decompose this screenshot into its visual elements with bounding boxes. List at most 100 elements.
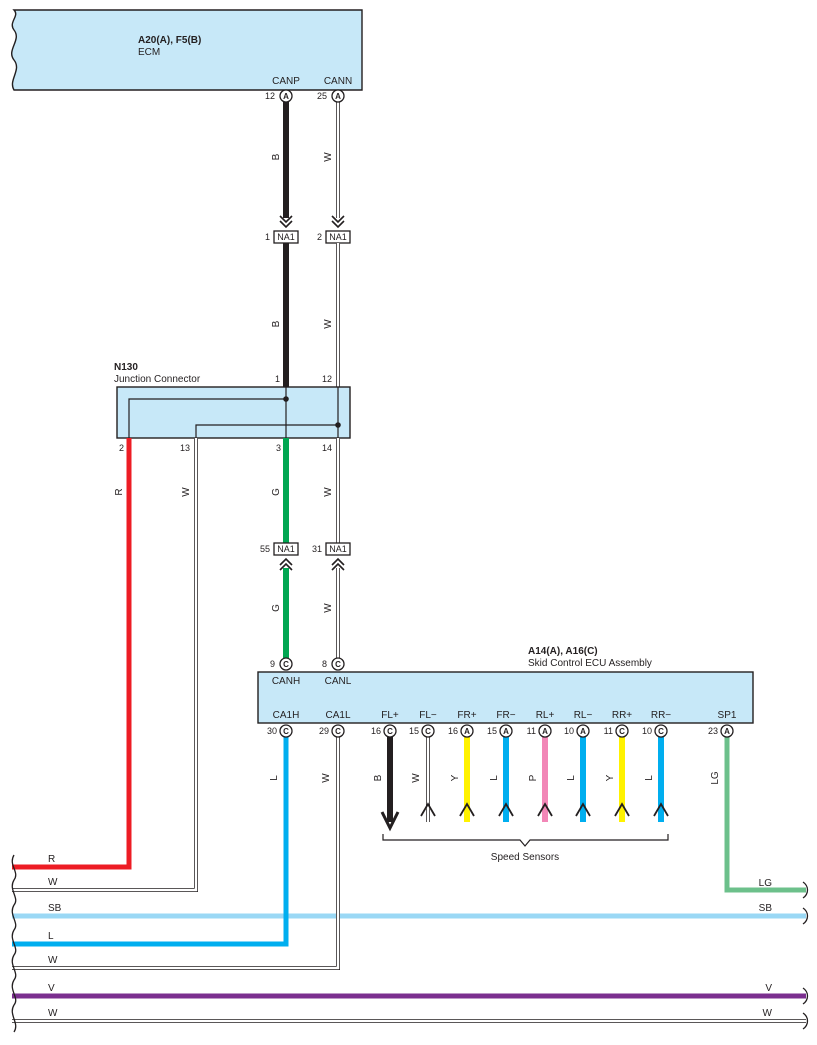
wire-label-ecm-canp: B	[271, 153, 282, 160]
sensor-wire-label: L	[489, 775, 500, 781]
pin-circle	[499, 724, 513, 738]
wire-label-na1-1: B	[271, 320, 282, 327]
pin-circle	[615, 724, 629, 738]
junction-top-pin-12: 12	[322, 374, 332, 384]
junction-bottom-pin-14: 14	[322, 443, 332, 453]
skid-pin-label-ca1h: CA1H	[273, 710, 300, 721]
arrow-down-icon	[380, 811, 400, 832]
pin-number: 30	[267, 726, 277, 736]
sensor-wire-label: B	[373, 774, 384, 781]
junction-name: Junction Connector	[114, 374, 201, 385]
wire-label: W	[321, 773, 332, 783]
bus-label-left-5: W	[48, 955, 58, 966]
pin-conn-letter: A	[580, 727, 586, 736]
ecm-box	[11, 9, 363, 91]
sensor-wire-label: W	[411, 773, 422, 783]
splice-dot	[335, 422, 341, 428]
junction-box	[116, 386, 351, 439]
na1-connector-31	[325, 542, 351, 556]
arrow-up-icon	[575, 802, 591, 817]
pin-number: 10	[564, 726, 574, 736]
junction-bottom-pin-2: 2	[119, 443, 124, 453]
pin-number: 15	[487, 726, 497, 736]
bus-label-left-6: V	[48, 983, 55, 994]
skid-name: Skid Control ECU Assembly	[528, 658, 652, 669]
skid-top-pin-label-canh: CANH	[272, 676, 300, 687]
pin-number: 23	[708, 726, 718, 736]
skid-pin-label-rr-plus: RR+	[612, 710, 632, 721]
wire-label-jc-14: W	[323, 487, 334, 497]
skid-pin-label-sp1: SP1	[718, 710, 737, 721]
pin-number: 15	[409, 726, 419, 736]
pin-circle	[720, 724, 734, 738]
pin-number: 11	[527, 726, 536, 736]
bus-label-left-4: L	[48, 931, 54, 942]
pin-conn-letter: C	[387, 727, 393, 736]
ecm-pin-label-canp: CANP	[272, 76, 300, 87]
na1-connector-2-name: NA1	[329, 232, 347, 242]
skid-top-pin-num-canl: 8	[322, 659, 327, 669]
ecm-code: A20(A), F5(B)	[138, 35, 201, 46]
wire-label: LG	[710, 771, 721, 785]
bus-wire-w-ca1l	[12, 736, 340, 970]
pin-conn-letter: C	[425, 727, 431, 736]
chevron-up-icon	[331, 557, 345, 571]
bus-wire-lg	[724, 736, 806, 893]
pin-number: 29	[319, 726, 329, 736]
skid-top-pin-conn-canl: C	[335, 660, 341, 669]
break-mark-right	[802, 881, 809, 1030]
pin-circle	[576, 724, 590, 738]
skid-pin-label-fr-minus: FR−	[496, 710, 515, 721]
na1-connector-55-num: 55	[260, 544, 270, 554]
bus-label-right-2: LG	[759, 878, 773, 889]
break-mark-left	[11, 854, 17, 1033]
wire-label-na1-2: W	[323, 319, 334, 329]
arrow-up-icon	[498, 802, 514, 817]
pin-number: 16	[448, 726, 458, 736]
arrow-up-icon	[614, 802, 630, 817]
wire-label-jc-2: R	[114, 488, 125, 495]
junction-code: N130	[114, 362, 138, 373]
skid-top-pin-circle-canh	[279, 657, 293, 671]
wire-label: L	[269, 775, 280, 781]
sensor-wire-label: Y	[605, 774, 616, 781]
skid-top-pin-label-canl: CANL	[325, 676, 352, 687]
wire-label-na1-31: W	[323, 603, 334, 613]
skid-pin-label-rl-minus: RL−	[574, 710, 593, 721]
splice-dot	[283, 396, 289, 402]
ecm-pin-num-cann: 25	[317, 91, 327, 101]
skid-bottom-pins: CA1H CA1L FL+ FL− FR+ FR− RL+ RL− RR+ RR…	[273, 710, 737, 721]
na1-connector-31-num: 31	[312, 544, 322, 554]
skid-code: A14(A), A16(C)	[528, 646, 598, 657]
pin-circle	[654, 724, 668, 738]
bus-wire-w-13-outline	[12, 438, 198, 892]
pin-conn-letter: A	[503, 727, 509, 736]
chevron-up-icon	[279, 557, 293, 571]
pin-conn-letter: A	[464, 727, 470, 736]
skid-box	[257, 671, 754, 724]
bus-wire-w-ca1l-outline	[12, 736, 340, 970]
chevron-down-icon	[279, 215, 293, 229]
ecm-pin-circle-cann	[331, 89, 345, 103]
wire-label-na1-55: G	[271, 604, 282, 612]
sensor-wire-label: Y	[450, 774, 461, 781]
pin-conn-letter: C	[283, 727, 289, 736]
wire-label-jc-13: W	[181, 487, 192, 497]
bus-wire-r	[12, 438, 132, 870]
arrow-up-icon	[537, 802, 553, 817]
skid-top-pin-num-canh: 9	[270, 659, 275, 669]
pin-circle	[383, 724, 397, 738]
pin-circle	[421, 724, 435, 738]
pin-circle	[279, 724, 293, 738]
skid-pin-label-rl-plus: RL+	[536, 710, 555, 721]
bus-label-left-7: W	[48, 1008, 58, 1019]
bus-wire-w-13	[12, 438, 198, 892]
skid-pin-label-fr-plus: FR+	[457, 710, 476, 721]
bus-label-right-7: W	[763, 1008, 773, 1019]
pin-conn-letter: C	[335, 727, 341, 736]
bus-label-right-6: V	[765, 983, 772, 994]
pin-number: 10	[642, 726, 652, 736]
ecm-pin-conn-canp: A	[283, 92, 289, 101]
pin-circle	[331, 724, 345, 738]
junction-internal-splice-b	[195, 387, 339, 438]
